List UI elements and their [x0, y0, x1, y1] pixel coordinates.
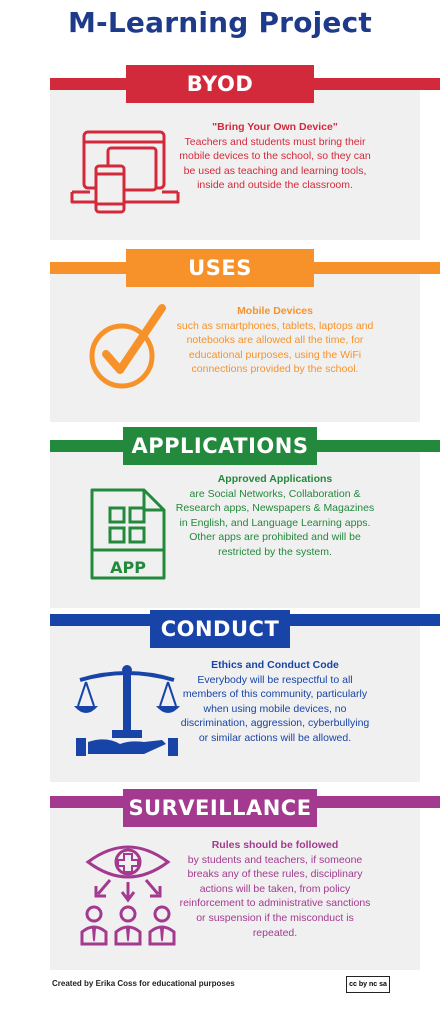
uses-banner: USES: [126, 249, 314, 287]
eye-people-icon: [80, 845, 176, 946]
applications-heading: Approved Applications: [217, 473, 333, 485]
conduct-text: Ethics and Conduct Code Everybody will b…: [175, 658, 375, 746]
conduct-card: [50, 626, 420, 782]
applications-text: Approved Applications are Social Network…: [175, 472, 375, 560]
uses-text: Mobile Devices such as smartphones, tabl…: [175, 304, 375, 377]
byod-heading: "Bring Your Own Device": [212, 121, 338, 133]
surveillance-card: [50, 808, 420, 970]
byod-text: "Bring Your Own Device" Teachers and stu…: [175, 120, 375, 193]
page-title: M-Learning Project: [67, 6, 372, 39]
footer-credit: Created by Erika Coss for educational pu…: [52, 979, 235, 988]
cc-license-badge: cc by nc sa: [346, 976, 390, 993]
conduct-banner: CONDUCT: [150, 610, 290, 648]
conduct-heading: Ethics and Conduct Code: [211, 659, 339, 671]
uses-card: [50, 274, 420, 422]
uses-heading: Mobile Devices: [237, 305, 313, 317]
surveillance-banner: SURVEILLANCE: [123, 789, 317, 827]
surveillance-body: by students and teachers, if someone bre…: [179, 853, 371, 939]
surveillance-heading: Rules should be followed: [211, 839, 339, 851]
devices-icon: [70, 130, 180, 214]
surveillance-text: Rules should be followed by students and…: [175, 838, 375, 940]
byod-body: Teachers and students must bring their m…: [179, 135, 371, 192]
uses-body: such as smartphones, tablets, laptops an…: [176, 319, 374, 376]
app-icon-label: APP: [110, 558, 146, 577]
scales-icon: [74, 665, 180, 756]
checkmark-icon: [89, 304, 166, 389]
conduct-body: Everybody will be respectful to all memb…: [180, 673, 370, 744]
applications-body: are Social Networks, Collaboration & Res…: [175, 487, 375, 558]
applications-card: [50, 452, 420, 608]
applications-banner: APPLICATIONS: [123, 427, 317, 465]
byod-banner: BYOD: [126, 65, 314, 103]
app-file-icon: APP: [90, 488, 166, 580]
